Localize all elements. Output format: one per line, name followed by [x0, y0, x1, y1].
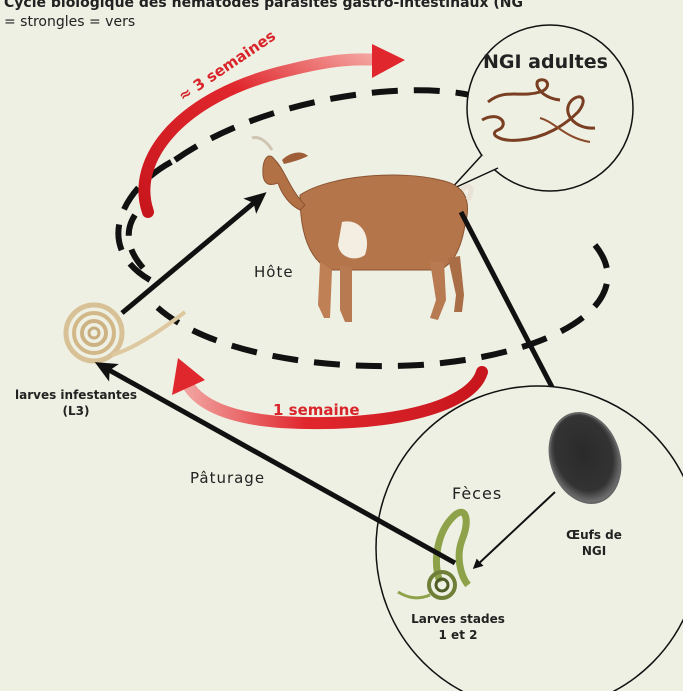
eggs-label-line1: Œufs de: [554, 527, 634, 543]
host-label: Hôte: [254, 263, 294, 281]
one-week-label: 1 semaine: [273, 401, 360, 419]
larvae-stages-label-line1: Larves stades: [398, 611, 518, 627]
larvae-stages-label: Larves stades 1 et 2: [398, 611, 518, 643]
infective-larvae-label: larves infestantes (L3): [6, 387, 146, 419]
goat-illustration: [252, 138, 471, 323]
eggs-label: Œufs de NGI: [554, 527, 634, 559]
larvae-stages-label-line2: 1 et 2: [398, 627, 518, 643]
pasture-label: Pâturage: [190, 469, 265, 487]
feces-circle: [376, 386, 683, 691]
adult-ngi-label: NGI adultes: [483, 51, 608, 73]
host-cycle-dashed-left: [129, 215, 145, 270]
infective-larvae-label-line2: (L3): [6, 403, 146, 419]
feces-label: Fèces: [452, 484, 502, 503]
adult-ngi-bubble: [450, 25, 633, 191]
infective-larvae-label-line1: larves infestantes: [6, 387, 146, 403]
eggs-label-line2: NGI: [554, 543, 634, 559]
